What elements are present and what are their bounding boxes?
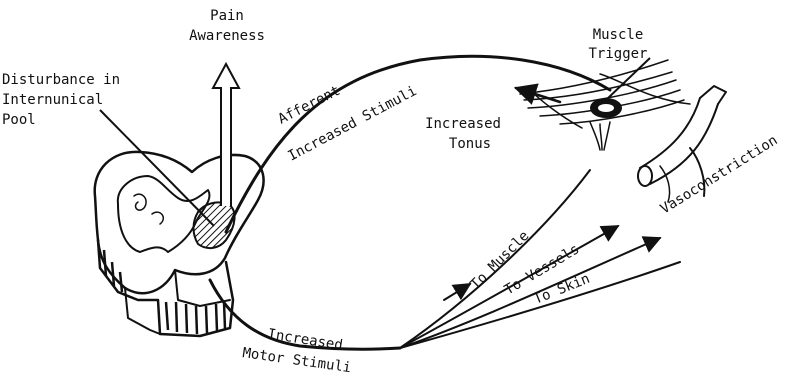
afferent-label: Afferent — [276, 83, 343, 128]
pain-label-line1: Pain — [210, 8, 244, 24]
muscle-trigger-label-line2: Trigger — [588, 46, 647, 62]
muscle-trigger-point — [590, 98, 622, 118]
pain-label-line2: Awareness — [189, 28, 265, 44]
muscle-trigger-label-line1: Muscle — [593, 27, 644, 43]
increased-stimuli-label: Increased Stimuli — [285, 83, 419, 164]
to-skin-branch — [400, 238, 660, 348]
disturbance-label-line3: Pool — [2, 112, 36, 128]
increased-tonus-label-line2: Tonus — [449, 136, 491, 152]
vasoconstriction-label: Vasoconstriction — [658, 132, 781, 217]
disturbance-label-line1: Disturbance in — [2, 72, 120, 88]
afferent-pathway — [226, 56, 610, 232]
disturbance-label-line2: Internunical — [2, 92, 103, 108]
increased-tonus-label-line1: Increased — [425, 116, 501, 132]
pain-awareness-arrow — [213, 64, 239, 206]
spinal-cord-section — [95, 152, 264, 336]
